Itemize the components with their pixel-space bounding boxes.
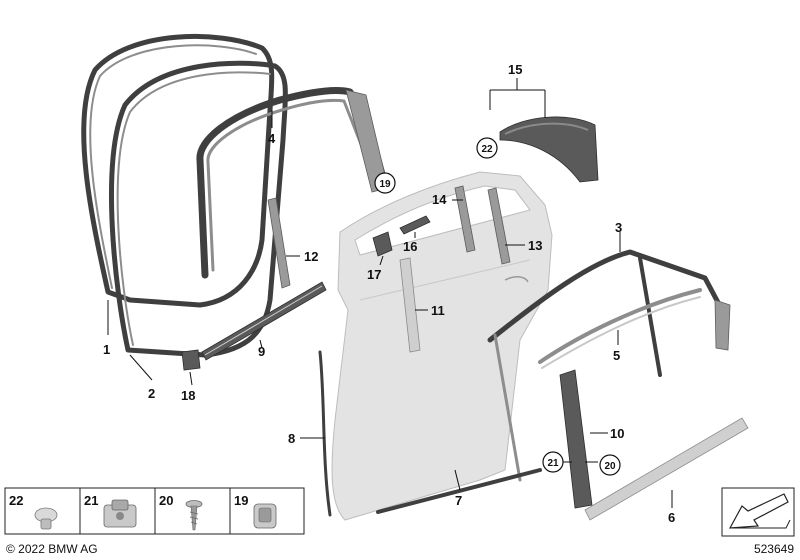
circled-callout-22: 22 [476, 137, 498, 159]
bracket-17 [372, 231, 393, 257]
callout-16: 16 [403, 239, 417, 254]
window-seal-5 [538, 288, 702, 369]
pillar-strip-13 [487, 187, 511, 265]
rear-door-panel [331, 171, 553, 521]
legend-label-22: 22 [9, 493, 23, 508]
callout-15: 15 [508, 62, 522, 77]
spring-nut-icon [103, 499, 137, 528]
callout-1: 1 [103, 342, 110, 357]
circled-callout-21: 21 [542, 451, 564, 473]
pillar-strip-14 [454, 185, 476, 253]
clip-nut-icon [253, 503, 277, 529]
callout-14: 14 [432, 192, 447, 207]
push-clip-icon [34, 507, 58, 530]
circled-callout-19: 19 [374, 172, 396, 194]
corner-trim-15 [499, 116, 599, 183]
circled-callout-20: 20 [599, 454, 621, 476]
lower-strip-7 [376, 468, 542, 514]
copyright-text: © 2022 BMW AG [6, 542, 98, 556]
callout-12: 12 [304, 249, 318, 264]
door-seal-outer [81, 34, 275, 308]
legend-label-19: 19 [234, 493, 248, 508]
handle-part-16 [399, 215, 431, 235]
legend-label-21: 21 [84, 493, 98, 508]
screw-icon [185, 500, 203, 531]
figure-number: 523649 [754, 542, 794, 556]
callout-19: 19 [379, 179, 391, 190]
callout-21: 21 [547, 458, 559, 469]
triangle-trim-10 [559, 369, 593, 509]
sill-strip-6 [584, 417, 749, 521]
callout-10: 10 [610, 426, 624, 441]
pillar-cover-11 [399, 257, 421, 353]
legend-label-20: 20 [159, 493, 173, 508]
callout-labels: 1 2 3 4 5 6 7 8 9 10 11 12 13 14 15 16 1… [103, 62, 675, 525]
callout-8: 8 [288, 431, 295, 446]
callout-18: 18 [181, 388, 195, 403]
callout-22: 22 [481, 144, 493, 155]
window-frame-seal [196, 86, 389, 279]
direction-arrow-icon [728, 493, 789, 529]
window-channel-3 [487, 249, 731, 482]
callout-6: 6 [668, 510, 675, 525]
lower-seal-8 [318, 350, 332, 517]
callout-2: 2 [148, 386, 155, 401]
callout-5: 5 [613, 348, 620, 363]
orientation-symbol [721, 487, 795, 537]
callout-4: 4 [268, 131, 276, 146]
callout-11: 11 [431, 303, 445, 318]
callout-13: 13 [528, 238, 542, 253]
callout-17: 17 [367, 267, 381, 282]
pillar-trim-12 [267, 197, 291, 289]
clip-18 [181, 349, 201, 371]
callout-3: 3 [615, 220, 622, 235]
fastener-legend: 22 21 20 19 [4, 487, 305, 535]
callout-9: 9 [258, 344, 265, 359]
belt-moulding-9 [201, 281, 327, 361]
callout-7: 7 [455, 493, 462, 508]
callout-20: 20 [604, 461, 616, 472]
